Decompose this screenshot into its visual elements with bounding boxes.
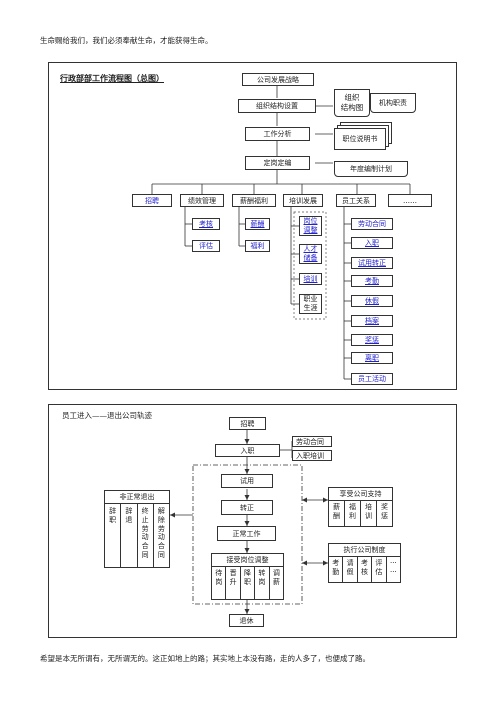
rules-evaluation: 评 估 [372,556,387,583]
company-rules-group: 执行公司制度 考 勤 请 假 考 核 评 估 ··· ··· [328,543,401,583]
onboard-contract: 劳动合同 [292,436,332,447]
rel-departure[interactable]: 离职 [351,352,393,364]
rel-activities: 员工活动 [351,373,393,385]
workflow-overview-panel [48,62,457,390]
org-chart-doc: 组织 结构图 [334,89,370,117]
train-talent-reserve[interactable]: 人才 储备 [299,244,322,264]
rel-leave[interactable]: 休假 [351,295,393,307]
adjust-promotion: 晋 升 [226,566,241,600]
top-quote: 生命赐给我们，我们必须奉献生命，才能获得生命。 [40,36,213,45]
flow-onboarding: 入职 [215,444,280,457]
support-salary: 薪 酬 [329,500,345,527]
category-recruitment: 招聘 [132,194,172,207]
train-career: 职业 生涯 [299,294,322,314]
staffing-box: 定岗定编 [245,156,310,170]
exit-resign: 辞 职 [105,503,122,568]
support-rewards: 奖 惩 [381,503,388,520]
org-chart-doc-line2: 结构图 [340,103,364,112]
flow-probation: 试用 [221,474,273,488]
adjust-title: 接受岗位调整 [226,556,269,564]
category-more: …… [388,194,432,207]
comp-salary[interactable]: 薪酬 [245,218,270,230]
position-adjust-group: 接受岗位调整 待 岗 晋 升 降 职 转 岗 调 薪 [211,553,284,600]
flow-recruitment: 招聘 [229,417,266,430]
rel-onboarding[interactable]: 入职 [351,237,393,249]
flow-regular: 转正 [221,500,273,515]
rules-more: ··· ··· [389,559,397,576]
category-employee-relations: 员工关系 [336,194,376,207]
adjust-demotion: 降 职 [241,566,256,600]
bottom-quote: 希望是本无所谓有，无所谓无的。这正如地上的路；其实地上本没有路，走的人多了，也便… [40,654,370,663]
rules-attendance: 考 勤 [329,556,344,583]
employee-lifecycle-panel [48,404,457,638]
exit-terminate-contract: 终 止 劳 动 合 同 [138,503,154,568]
exit-rescind-contract: 解 除 劳 动 合 同 [157,507,165,559]
strategy-box: 公司发展战略 [242,73,314,86]
comp-benefits: 福利 [245,240,270,252]
rules-title: 执行公司制度 [343,546,386,554]
rules-leave: 请 假 [343,556,358,583]
rel-files[interactable]: 档案 [351,315,393,327]
company-support-group: 享受公司支持 薪 酬 福 利 培 训 奖 惩 [328,487,393,527]
adjust-standby: 待 岗 [212,566,227,600]
job-analysis-box: 工作分析 [245,127,310,141]
job-description-doc: 职位说明书 [334,128,386,150]
rules-appraisal: 考 核 [358,556,373,583]
support-title: 享受公司支持 [339,490,382,498]
flow-normal-work: 正常工作 [217,526,276,541]
category-training: 培训发展 [283,194,323,207]
rel-labor-contract: 劳动合同 [351,218,393,230]
lifecycle-title: 员工进入——退出公司轨迹 [62,411,152,420]
rel-attendance[interactable]: 考勤 [351,275,393,287]
exit-dismiss: 辞 退 [121,503,138,568]
org-setup-box: 组织结构设置 [238,99,316,113]
abnormal-exit-group: 非正常退出 辞 职 辞 退 终 止 劳 动 合 同 解 除 劳 动 合 同 [104,490,170,568]
org-chart-doc-line1: 组织 [344,93,360,103]
category-compensation: 薪酬福利 [232,194,276,207]
duties-doc: 机构职责 [370,93,416,113]
adjust-transfer: 转 岗 [255,566,270,600]
annual-plan-doc: 年度编制计划 [334,161,408,177]
category-performance: 绩效管理 [180,194,224,207]
perf-appraisal[interactable]: 考核 [192,218,220,230]
adjust-salary: 调 薪 [272,569,280,586]
perf-evaluation: 评估 [192,240,220,252]
workflow-title: 行政部部工作流程图（总图） [60,73,164,83]
support-training: 培 训 [361,500,377,527]
support-benefits: 福 利 [345,500,361,527]
train-training[interactable]: 培训 [299,273,322,285]
abnormal-exit-title: 非正常退出 [119,493,155,501]
rel-probation[interactable]: 试用转正 [351,257,393,269]
onboard-training: 入职培训 [292,450,332,461]
flow-retirement: 退休 [229,614,264,627]
train-job-adjust[interactable]: 岗位 调整 [299,216,322,236]
rel-rewards[interactable]: 奖惩 [351,334,393,346]
